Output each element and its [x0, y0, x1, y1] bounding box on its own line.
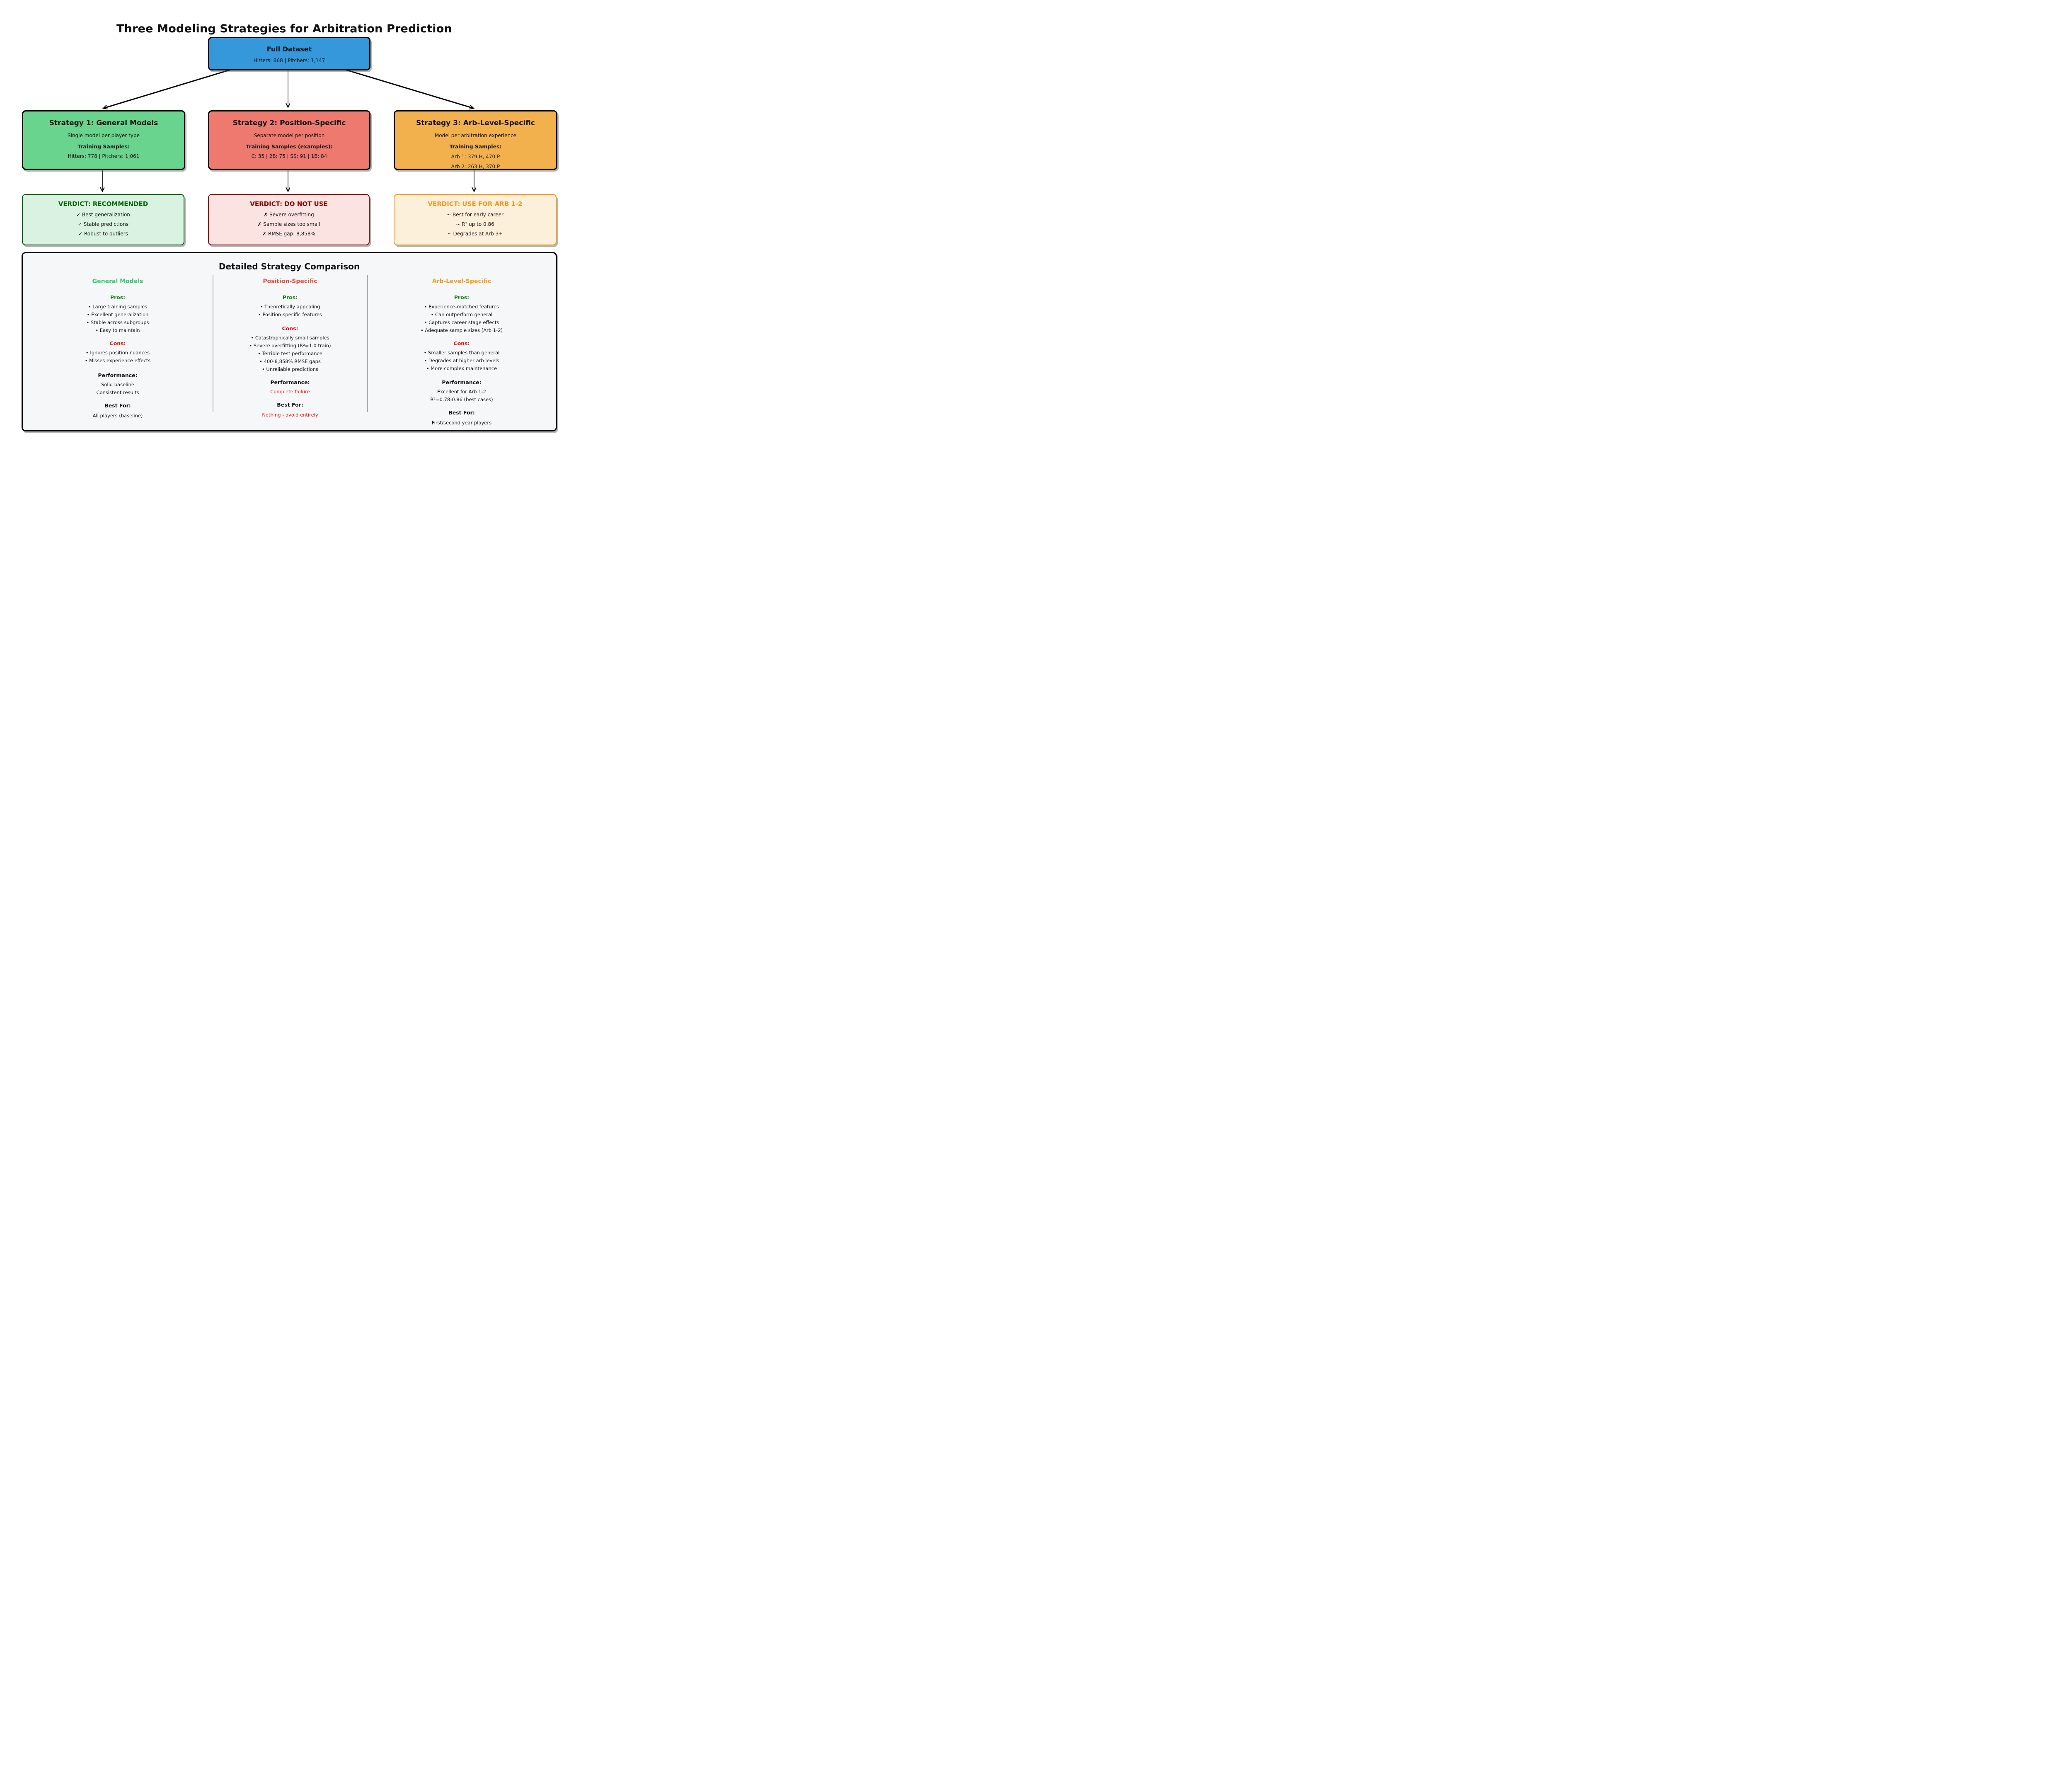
verdict-item: ✗ Severe overfitting [264, 212, 314, 218]
performance-label: Performance: [98, 372, 138, 378]
verdict-item: ✓ Best generalization [76, 212, 130, 218]
pro-item: • Excellent generalization [87, 312, 149, 317]
con-item: • Severe overfitting (R²=1.0 train) [249, 343, 331, 349]
column-header: Position-Specific [263, 278, 317, 285]
verdict-item: ~ R² up to 0.86 [456, 221, 494, 227]
strategy-subtitle: Single model per player type [68, 133, 140, 138]
training-samples-value: Hitters: 778 | Pitchers: 1,061 [68, 153, 140, 159]
best-for-label: Best For: [277, 402, 303, 408]
cons-label: Cons: [109, 340, 126, 346]
arrow-root-to-strategy1 [104, 68, 235, 108]
con-item: • Smaller samples than general [424, 350, 500, 356]
comparison-panel: Detailed Strategy Comparison General Mod… [22, 252, 557, 431]
column-header: Arb-Level-Specific [432, 278, 491, 285]
comparison-column-position: Position-Specific Pros: • Theoretically … [213, 253, 368, 430]
con-item: • Misses experience effects [85, 358, 151, 363]
verdict-item: ~ Best for early career [447, 212, 503, 218]
pro-item: • Position-specific features [258, 312, 322, 317]
strategy-box-general: Strategy 1: General Models Single model … [22, 110, 185, 170]
training-samples-label: Training Samples: [77, 143, 130, 150]
verdict-item: ✓ Robust to outliers [78, 231, 128, 237]
training-samples-value: Arb 1: 379 H, 470 P [451, 154, 500, 160]
column-divider [367, 275, 368, 412]
con-item: • Unreliable predictions [261, 366, 319, 372]
full-dataset-stats: Hitters: 868 | Pitchers: 1,147 [253, 58, 325, 63]
comparison-column-arb-level: Arb-Level-Specific Pros: • Experience-ma… [368, 253, 556, 430]
pro-item: • Easy to maintain [95, 327, 140, 333]
con-item: • Terrible test performance [258, 351, 322, 356]
performance-item: Solid baseline [101, 382, 134, 388]
strategy-box-position: Strategy 2: Position-Specific Separate m… [208, 110, 370, 170]
performance-item: Consistent results [96, 390, 139, 395]
training-samples-value: C: 35 | 2B: 75 | SS: 91 | 1B: 84 [251, 153, 327, 159]
pro-item: • Large training samples [88, 304, 148, 310]
page-title: Three Modeling Strategies for Arbitratio… [116, 22, 452, 35]
con-item: • 400-8,858% RMSE gaps [259, 359, 321, 364]
performance-label: Performance: [442, 379, 482, 385]
strategy-subtitle: Separate model per position [254, 133, 325, 138]
training-samples-value: Arb 2: 263 H, 370 P [451, 164, 500, 170]
pro-item: • Stable across subgroups [86, 320, 149, 325]
verdict-box-do-not-use: VERDICT: DO NOT USE ✗ Severe overfitting… [208, 194, 370, 245]
pro-item: • Adequate sample sizes (Arb 1-2) [420, 327, 503, 333]
training-samples-label: Training Samples: [449, 143, 502, 150]
pros-label: Pros: [282, 294, 298, 300]
performance-item: Excellent for Arb 1-2 [437, 389, 486, 395]
strategy-title: Strategy 1: General Models [49, 119, 158, 127]
con-item: • Ignores position nuances [85, 350, 150, 356]
pro-item: • Can outperform general [431, 312, 493, 317]
performance-item: Complete failure [270, 389, 310, 395]
diagram-canvas: Three Modeling Strategies for Arbitratio… [0, 0, 569, 444]
arrow-root-to-strategy3 [341, 68, 473, 108]
pro-item: • Experience-matched features [424, 304, 499, 310]
strategy-title: Strategy 3: Arb-Level-Specific [416, 119, 535, 127]
full-dataset-box: Full Dataset Hitters: 868 | Pitchers: 1,… [208, 37, 370, 70]
verdict-item: ✗ RMSE gap: 8,858% [262, 231, 315, 237]
cons-label: Cons: [282, 325, 298, 332]
strategy-box-arb-level: Strategy 3: Arb-Level-Specific Model per… [394, 110, 557, 170]
verdict-item: ✗ Sample sizes too small [257, 221, 320, 227]
verdict-item: ✓ Stable predictions [77, 221, 129, 227]
performance-label: Performance: [270, 379, 310, 385]
column-header: General Models [92, 278, 143, 285]
cons-label: Cons: [453, 340, 470, 346]
best-for-label: Best For: [448, 409, 475, 416]
comparison-title: Detailed Strategy Comparison [218, 262, 360, 271]
best-for-item: All players (baseline) [92, 413, 143, 419]
verdict-title: VERDICT: USE FOR ARB 1-2 [428, 200, 523, 208]
verdict-title: VERDICT: RECOMMENDED [58, 200, 148, 208]
verdict-item: ~ Degrades at Arb 3+ [447, 231, 503, 237]
strategy-subtitle: Model per arbitration experience [434, 133, 517, 138]
verdict-title: VERDICT: DO NOT USE [250, 200, 328, 208]
comparison-column-general: General Models Pros: • Large training sa… [23, 253, 213, 430]
con-item: • Catastrophically small samples [251, 335, 329, 341]
strategy-title: Strategy 2: Position-Specific [232, 119, 346, 127]
verdict-box-recommended: VERDICT: RECOMMENDED ✓ Best generalizati… [22, 194, 184, 245]
training-samples-label: Training Samples (examples): [246, 143, 333, 150]
full-dataset-title: Full Dataset [266, 45, 312, 53]
best-for-label: Best For: [104, 402, 131, 409]
performance-item: R²=0.78-0.86 (best cases) [430, 397, 493, 402]
pro-item: • Captures career stage effects [424, 320, 499, 325]
best-for-item: First/second year players [431, 420, 492, 426]
pro-item: • Theoretically appealing [260, 304, 320, 310]
pros-label: Pros: [454, 294, 470, 300]
con-item: • Degrades at higher arb levels [424, 358, 499, 363]
best-for-item: Nothing - avoid entirely [262, 412, 318, 418]
con-item: • More complex maintenance [426, 366, 497, 371]
verdict-box-use-arb-1-2: VERDICT: USE FOR ARB 1-2 ~ Best for earl… [394, 194, 557, 245]
pros-label: Pros: [110, 294, 126, 300]
